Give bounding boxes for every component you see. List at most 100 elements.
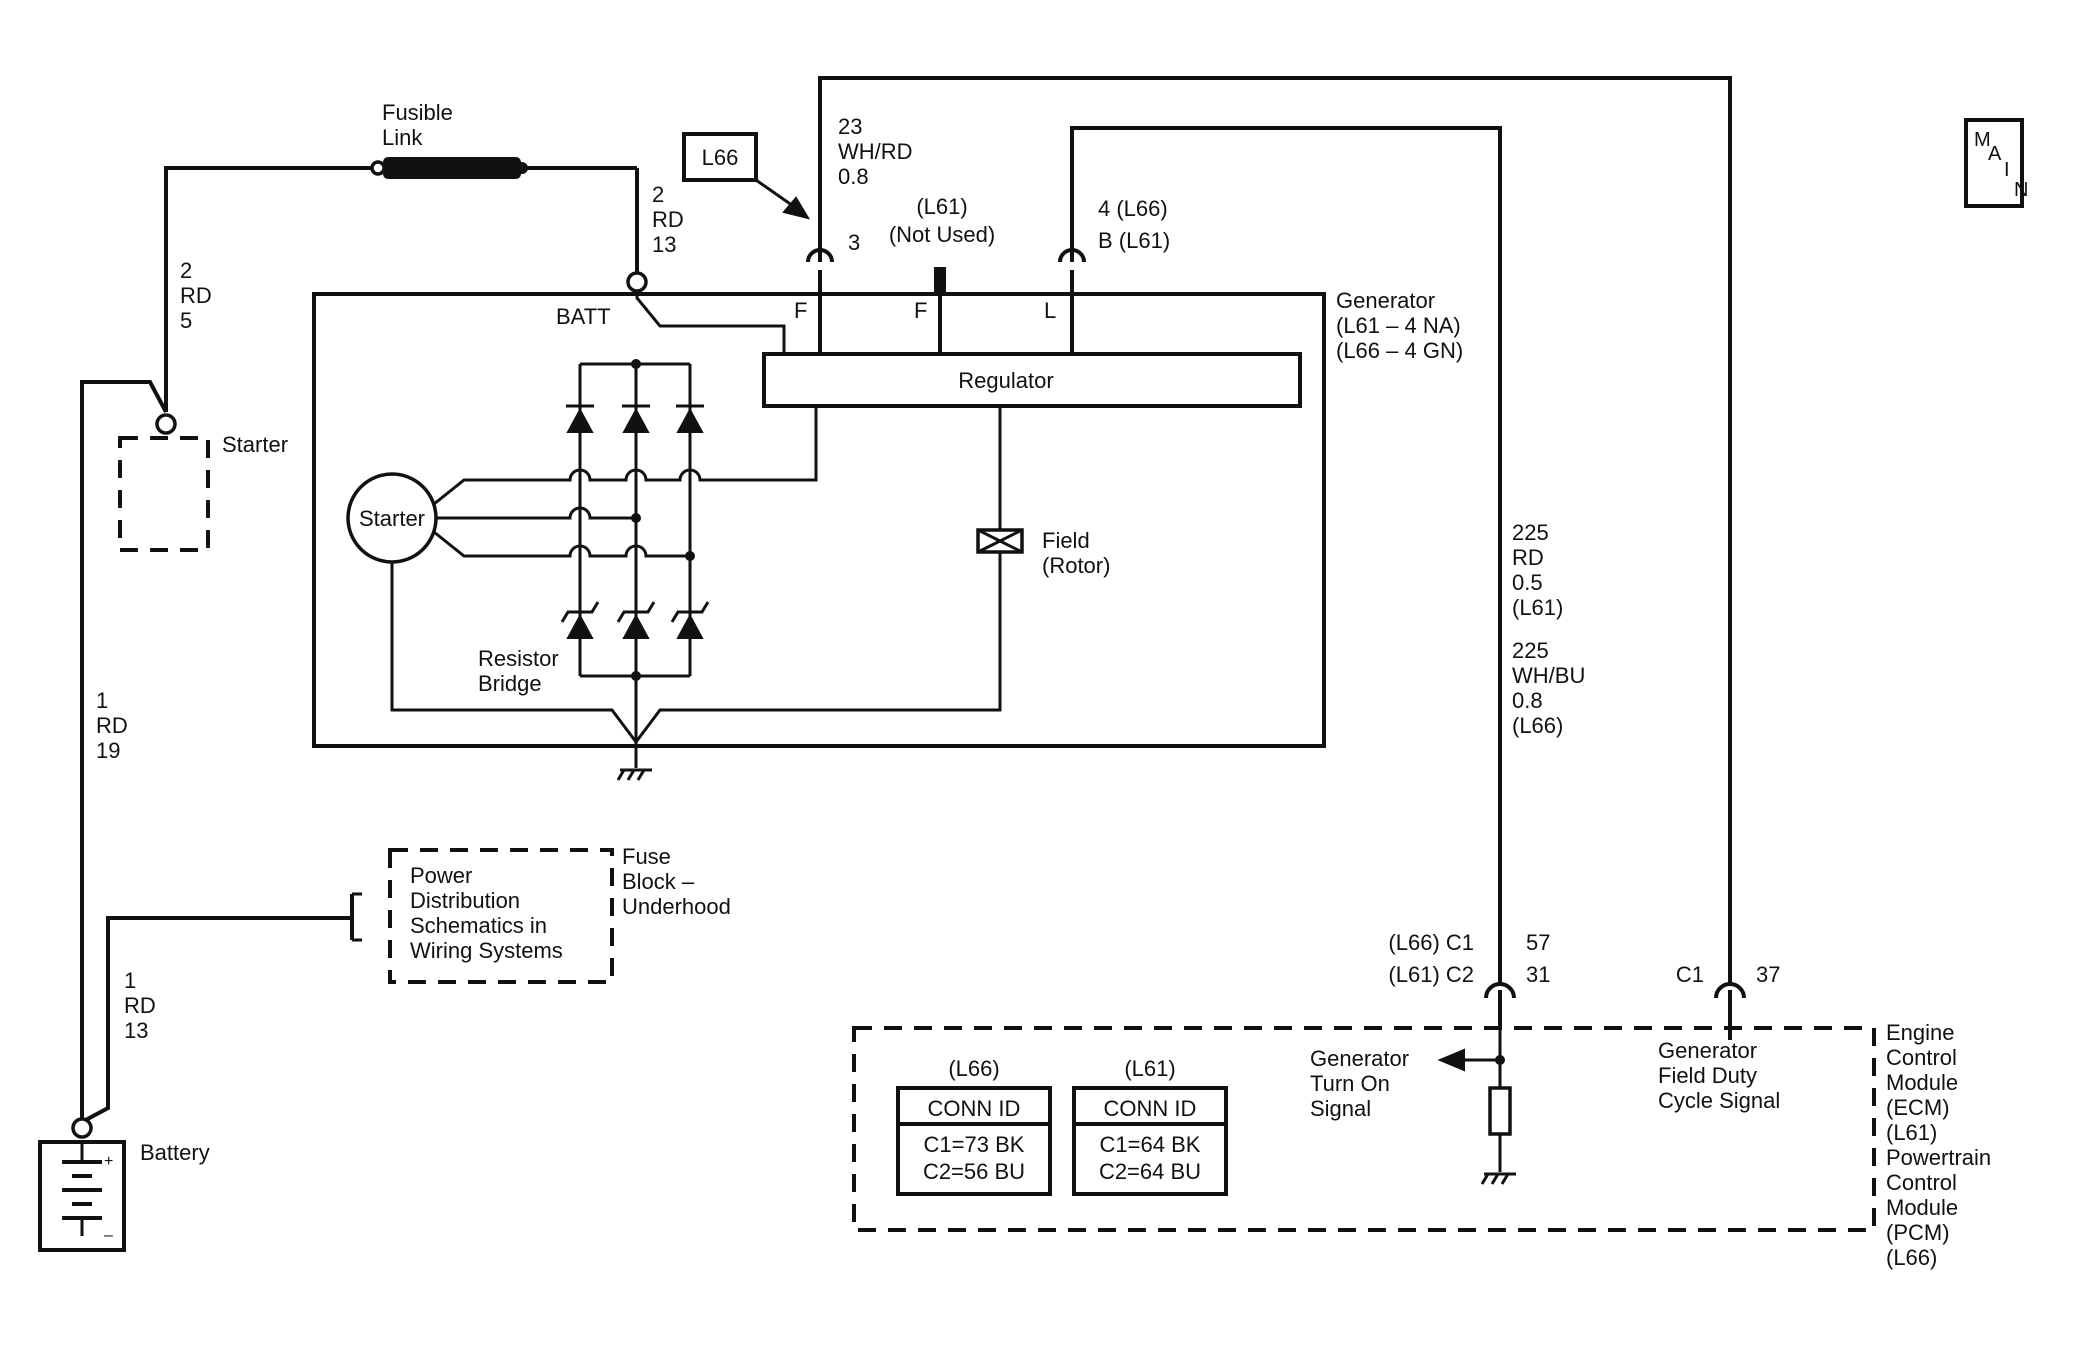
- svg-text:13: 13: [124, 1018, 148, 1043]
- svg-text:C2=56 BU: C2=56 BU: [923, 1159, 1025, 1184]
- battery: + – Battery: [38, 1117, 210, 1252]
- stator-label: Starter: [359, 506, 425, 531]
- svg-text:(L61 – 4 NA): (L61 – 4 NA): [1336, 313, 1461, 338]
- ecm-ground-icon: [1480, 1172, 1516, 1185]
- svg-text:RD: RD: [180, 283, 212, 308]
- svg-text:C1: C1: [1676, 962, 1704, 987]
- svg-text:0.8: 0.8: [1512, 688, 1543, 713]
- svg-text:CONN ID: CONN ID: [1104, 1096, 1197, 1121]
- wire-label-batt-feed: 2 RD 13: [652, 182, 684, 257]
- pin-4-label: 4 (L66) B (L61): [1098, 196, 1170, 253]
- svg-text:A: A: [1988, 143, 2002, 165]
- svg-text:N: N: [2014, 179, 2028, 201]
- svg-text:Control: Control: [1886, 1045, 1957, 1070]
- svg-text:Turn On: Turn On: [1310, 1071, 1390, 1096]
- starter-label: Starter: [222, 432, 288, 457]
- svg-text:(L66) C1: (L66) C1: [1388, 930, 1474, 955]
- svg-text:M: M: [1974, 129, 1991, 151]
- svg-text:C1=73 BK: C1=73 BK: [924, 1132, 1025, 1157]
- svg-text:Field Duty: Field Duty: [1658, 1063, 1757, 1088]
- svg-text:(L61): (L61): [1124, 1056, 1175, 1081]
- svg-text:Generator: Generator: [1336, 288, 1435, 313]
- svg-text:Module: Module: [1886, 1195, 1958, 1220]
- terminal-f1: F: [794, 298, 807, 323]
- svg-text:CONN ID: CONN ID: [928, 1096, 1021, 1121]
- svg-text:(L61): (L61): [916, 194, 967, 219]
- pin-3-connector: 3: [806, 230, 860, 263]
- regulator-label: Regulator: [958, 368, 1053, 393]
- svg-text:I: I: [2004, 159, 2010, 181]
- ecm-pin-57: (L66) C1 57 (L61) C2 31: [1388, 930, 1550, 1028]
- svg-text:2: 2: [652, 182, 664, 207]
- field-label-2: (Rotor): [1042, 553, 1110, 578]
- svg-text:Fuse: Fuse: [622, 844, 671, 869]
- wire-label-battery-starter: 1 RD 19: [96, 688, 128, 763]
- fusible-link: Fusible Link: [370, 100, 528, 179]
- conn-id-l61: (L61) CONN ID C1=64 BK C2=64 BU: [1072, 1056, 1228, 1196]
- svg-text:0.5: 0.5: [1512, 570, 1543, 595]
- field-duty-signal-label: Generator Field Duty Cycle Signal: [1658, 1038, 1780, 1113]
- svg-text:1: 1: [96, 688, 108, 713]
- ecm-module: (L66) C1 57 (L61) C2 31 C1 37 Generator …: [852, 930, 1876, 1232]
- svg-text:23: 23: [838, 114, 862, 139]
- svg-text:Control: Control: [1886, 1170, 1957, 1195]
- wire-label-23: 23 WH/RD 0.8: [838, 114, 913, 189]
- battery-label: Battery: [140, 1140, 210, 1165]
- svg-text:37: 37: [1756, 962, 1780, 987]
- svg-text:(ECM): (ECM): [1886, 1095, 1950, 1120]
- wire-label-battery-fuse: 1 RD 13: [124, 968, 156, 1043]
- generator: BATT F F L Regulator Starter: [312, 267, 1463, 781]
- svg-text:Wiring Systems: Wiring Systems: [410, 938, 563, 963]
- svg-text:Generator: Generator: [1658, 1038, 1757, 1063]
- turn-on-signal-label: Generator Turn On Signal: [1310, 1046, 1409, 1121]
- svg-text:(L66): (L66): [948, 1056, 999, 1081]
- terminal-batt: BATT: [556, 304, 611, 329]
- svg-text:(L66 – 4 GN): (L66 – 4 GN): [1336, 338, 1463, 363]
- svg-text:Distribution: Distribution: [410, 888, 520, 913]
- svg-text:(L61): (L61): [1512, 595, 1563, 620]
- svg-text:0.8: 0.8: [838, 164, 869, 189]
- pin-l-connector: [1058, 248, 1086, 263]
- svg-text:1: 1: [124, 968, 136, 993]
- svg-text:RD: RD: [96, 713, 128, 738]
- svg-text:4 (L66): 4 (L66): [1098, 196, 1168, 221]
- regulator: [762, 352, 1302, 408]
- svg-text:(L66): (L66): [1512, 713, 1563, 738]
- wire-battery-starter: [80, 380, 168, 1122]
- resistor-bridge-label-1: Resistor: [478, 646, 559, 671]
- svg-text:(PCM): (PCM): [1886, 1220, 1950, 1245]
- pin-3-label: 3: [848, 230, 860, 255]
- battery-minus: –: [104, 1227, 113, 1244]
- svg-text:225: 225: [1512, 638, 1549, 663]
- power-distribution-box: Power Distribution Schematics in Wiring …: [350, 848, 614, 984]
- svg-text:Powertrain: Powertrain: [1886, 1145, 1991, 1170]
- svg-text:5: 5: [180, 308, 192, 333]
- wire-label-225-l66: 225 WH/BU 0.8 (L66): [1512, 638, 1585, 738]
- fuse-block-label: Fuse Block – Underhood: [622, 844, 731, 919]
- diodes-upper: [566, 404, 704, 433]
- svg-text:31: 31: [1526, 962, 1550, 987]
- svg-text:(Not Used): (Not Used): [889, 222, 995, 247]
- wiring: [80, 76, 1732, 1124]
- svg-text:Module: Module: [1886, 1070, 1958, 1095]
- option-flag-l66: L66: [682, 132, 811, 220]
- ecm-pin-37: C1 37: [1676, 962, 1780, 1040]
- ground-icon: [616, 742, 652, 781]
- wire-battery-fuse-block: [81, 916, 352, 1124]
- fusible-link-label-2: Link: [382, 125, 423, 150]
- svg-text:(L61) C2: (L61) C2: [1388, 962, 1474, 987]
- svg-text:WH/RD: WH/RD: [838, 139, 913, 164]
- svg-text:Signal: Signal: [1310, 1096, 1371, 1121]
- main-badge: M A I N: [1964, 118, 2028, 208]
- svg-text:RD: RD: [1512, 545, 1544, 570]
- resistor-bridge-label-2: Bridge: [478, 671, 542, 696]
- svg-text:WH/BU: WH/BU: [1512, 663, 1585, 688]
- starter: Starter: [118, 413, 288, 552]
- svg-text:Engine: Engine: [1886, 1020, 1955, 1045]
- svg-text:Schematics in: Schematics in: [410, 913, 547, 938]
- field-label-1: Field: [1042, 528, 1090, 553]
- svg-text:225: 225: [1512, 520, 1549, 545]
- ecm-label: Engine Control Module (ECM) (L61) Powert…: [1886, 1020, 1991, 1270]
- svg-text:19: 19: [96, 738, 120, 763]
